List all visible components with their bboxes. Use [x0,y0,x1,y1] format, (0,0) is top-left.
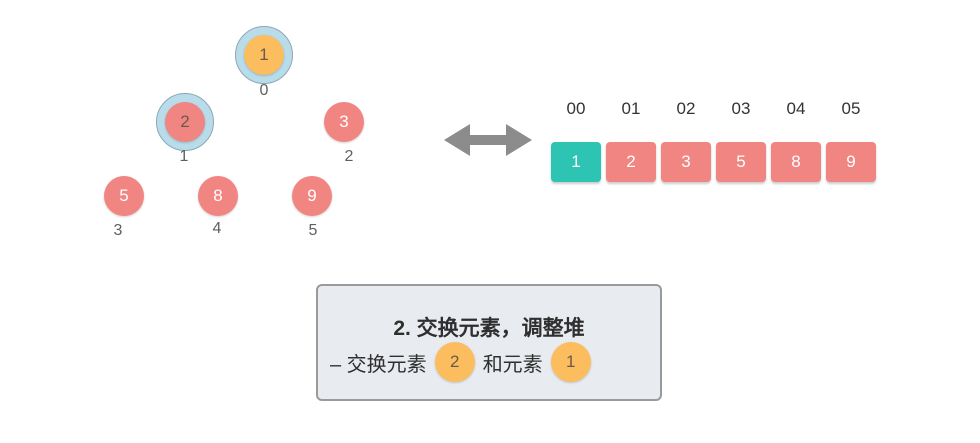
tree-node-1-index: 1 [179,148,189,165]
tree-node-1: 2 [165,102,205,142]
tree-node-3: 5 [104,176,144,216]
step-title: 2. 交换元素，调整堆 [393,317,585,340]
element-b-badge: 1 [550,342,591,382]
array-cell: 5 [716,142,766,182]
array-index-label: 05 [841,99,861,118]
step-description: – 交换元素 2 和元素 1 [330,342,599,382]
tree-node-2-index: 2 [344,148,354,165]
array-index-label: 03 [731,99,751,118]
array-index-label: 04 [786,99,806,118]
tree-node-4-index: 4 [212,220,222,237]
caption-middle: 和元素 [482,353,543,376]
element-a-badge: 2 [434,342,475,382]
array-index-label: 00 [566,99,586,118]
tree-node-0-index: 0 [259,82,269,99]
array-cell: 8 [771,142,821,182]
tree-node-2: 3 [324,102,364,142]
array-index-label: 02 [676,99,696,118]
array-cell: 9 [826,142,876,182]
tree-node-5: 9 [292,176,332,216]
tree-node-3-index: 3 [113,222,123,239]
step-caption-box: 2. 交换元素，调整堆 – 交换元素 2 和元素 1 [316,284,662,401]
tree-node-4: 8 [198,176,238,216]
tree-node-5-index: 5 [308,222,318,239]
double-arrow-icon [444,124,532,156]
tree-node-0: 1 [244,35,284,75]
array-cell: 2 [606,142,656,182]
caption-prefix: – 交换元素 [330,353,427,376]
array-cell: 3 [661,142,711,182]
array-index-label: 01 [621,99,641,118]
array-cell: 1 [551,142,601,182]
